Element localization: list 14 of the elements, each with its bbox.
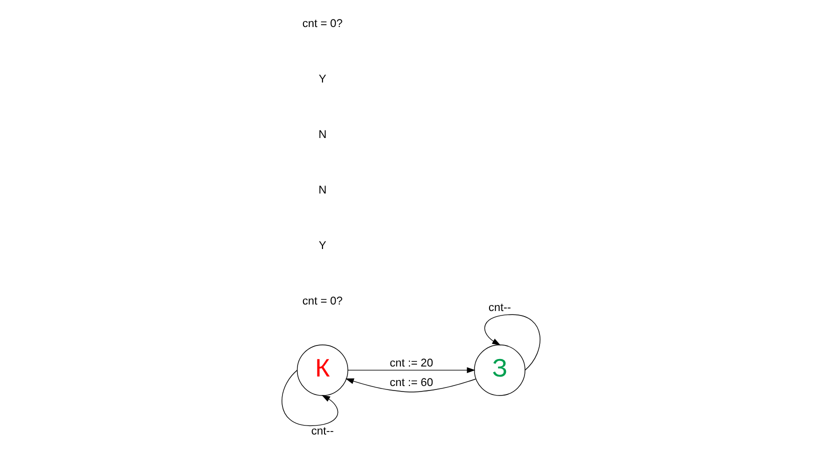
label: N: [318, 184, 326, 197]
edge-label: cnt--: [488, 302, 510, 314]
arrow: [347, 367, 475, 374]
arrow: [344, 378, 476, 392]
edge-label: cnt := 20: [389, 358, 433, 370]
edge-label: cnt := 60: [389, 377, 433, 390]
label: cnt = 0?: [302, 18, 342, 30]
edge-label: cnt--: [310, 426, 334, 438]
label: N: [318, 129, 326, 142]
label: Y: [318, 240, 326, 252]
node-circle: З: [474, 344, 525, 396]
label: cnt = 0?: [302, 296, 342, 308]
node-circle: К: [296, 344, 348, 396]
label: Y: [318, 73, 326, 86]
